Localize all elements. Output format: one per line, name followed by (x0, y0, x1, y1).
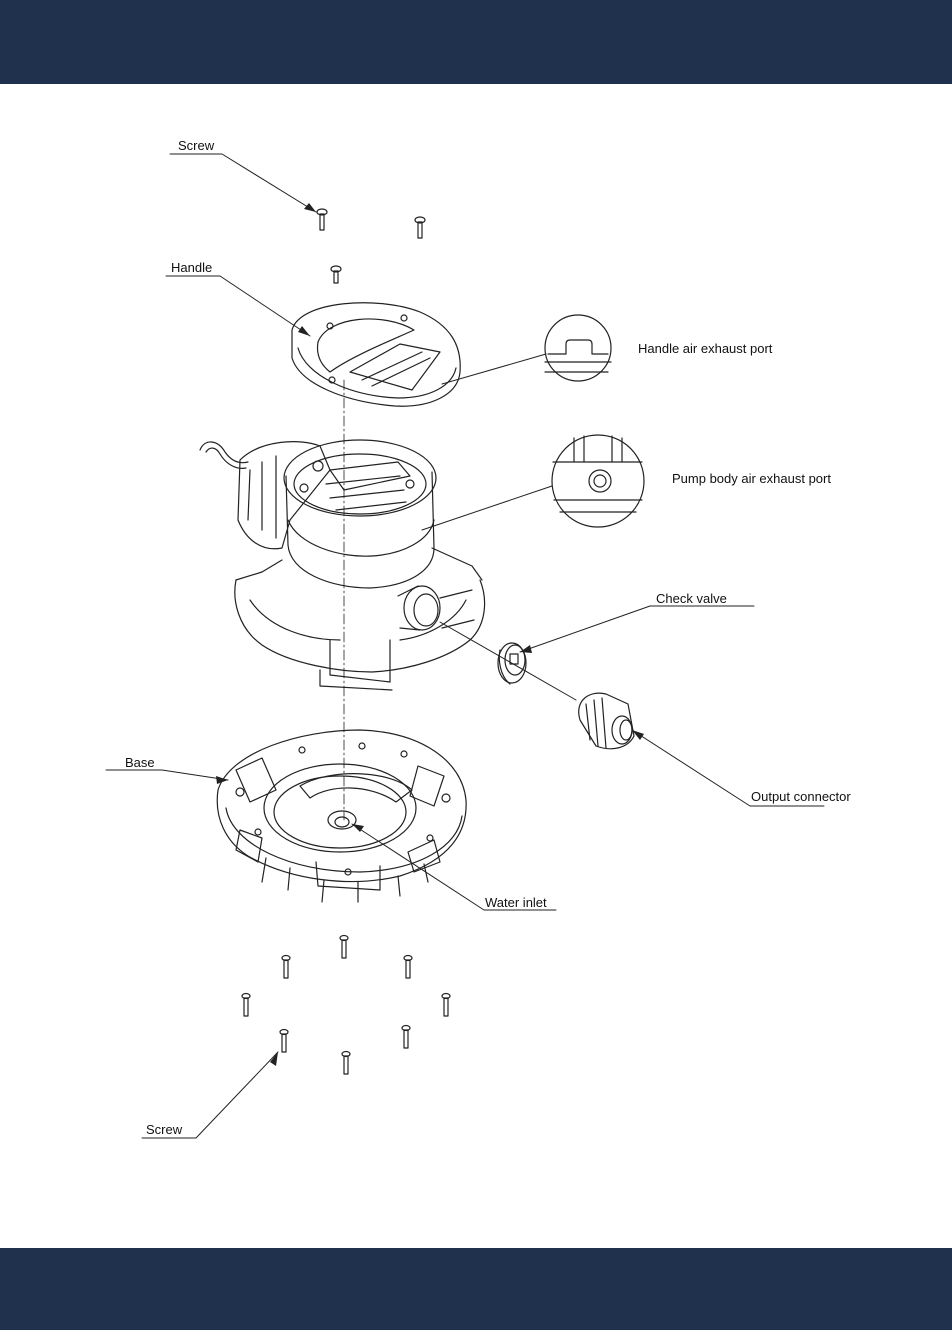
leader-lines (106, 154, 824, 1138)
screw-top-2 (415, 217, 425, 238)
screw-bottom-7 (402, 1026, 410, 1049)
label-output-connector: Output connector (751, 790, 851, 804)
screw-bottom-4 (242, 994, 250, 1017)
handle-air-exhaust-detail (545, 315, 611, 381)
screw-top-3 (331, 266, 341, 283)
screw-bottom-8 (342, 1052, 350, 1075)
screw-bottom-3 (404, 956, 412, 979)
label-check-valve: Check valve (656, 592, 727, 606)
label-water-inlet: Water inlet (485, 896, 547, 910)
output-connector-part (579, 693, 634, 749)
screw-bottom-1 (340, 936, 348, 959)
screw-bottom-2 (282, 956, 290, 979)
label-handle-air-exhaust-port: Handle air exhaust port (638, 342, 772, 356)
handle-part (292, 303, 460, 406)
screw-bottom-6 (280, 1030, 288, 1053)
label-base: Base (125, 756, 155, 770)
label-pump-body-air-exhaust-port: Pump body air exhaust port (672, 472, 831, 486)
screw-top-1 (317, 209, 327, 230)
label-screw-top: Screw (178, 139, 214, 153)
pump-body-part (200, 440, 485, 690)
base-part (217, 730, 466, 902)
pump-body-air-exhaust-detail (552, 435, 644, 527)
leader-arrowheads (216, 203, 644, 1066)
screw-bottom-5 (442, 994, 450, 1017)
label-screw-bottom: Screw (146, 1123, 182, 1137)
footer-band (0, 1248, 952, 1330)
label-handle: Handle (171, 261, 212, 275)
